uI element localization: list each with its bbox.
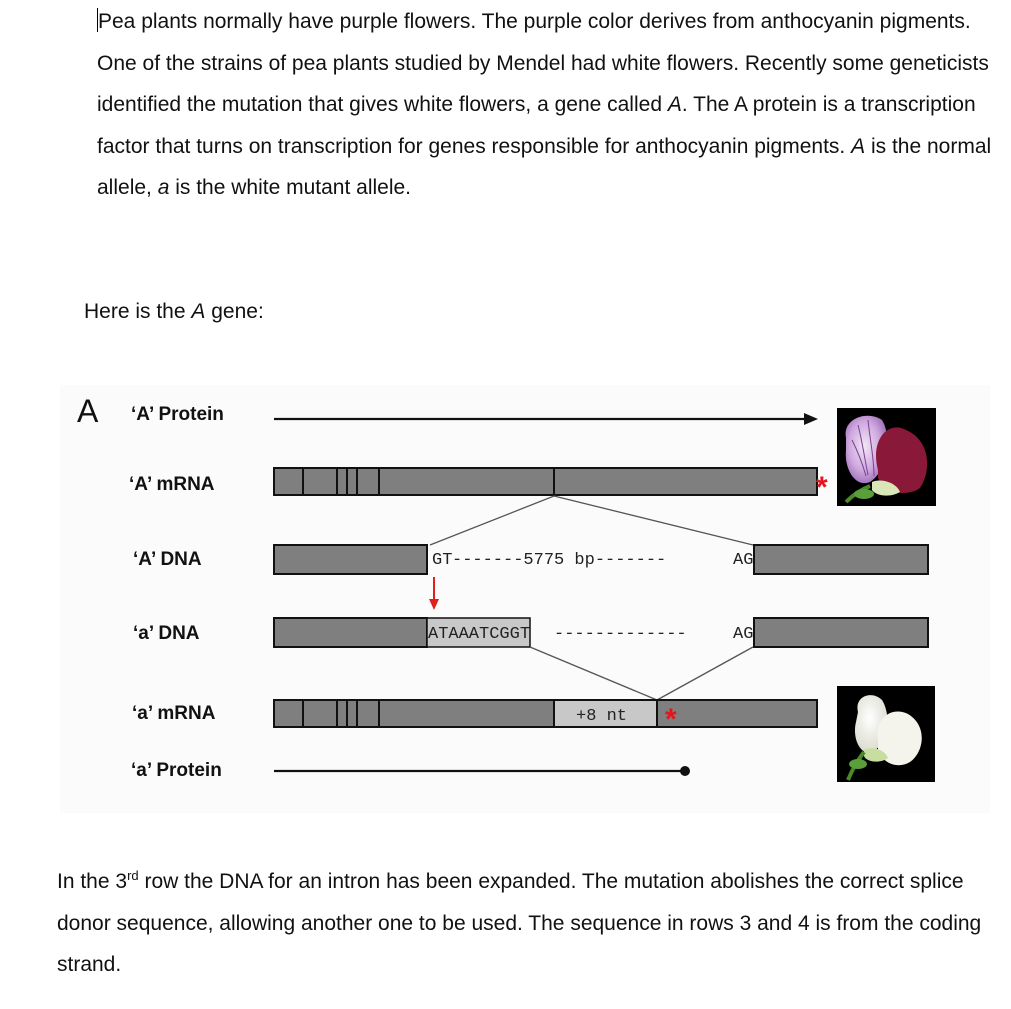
a-mrna-insert-label: +8 nt	[576, 707, 627, 726]
purple-flower-photo	[837, 408, 936, 506]
A-splice-lines	[429, 495, 754, 546]
A-protein-arrow	[274, 413, 818, 425]
conclusion-superscript: rd	[127, 868, 139, 883]
a-dna-exon-left	[273, 617, 428, 648]
A-dna-donor-gt: GT	[432, 551, 452, 570]
A-dna-acceptor-ag: AG	[733, 551, 753, 570]
conclusion-text-1: In the 3	[57, 870, 128, 893]
intro-text-4: is the white mutant allele.	[169, 176, 412, 199]
intro-normal-allele: A	[851, 134, 866, 158]
a-dna-intron-dashes: -------------	[554, 625, 687, 644]
A-dna-intron-length: -------5775 bp-------	[452, 551, 666, 570]
white-flower-photo	[837, 686, 935, 782]
row-label-a-mrna: ‘a’ mRNA	[132, 703, 216, 724]
row-label-A-dna: ‘A’ DNA	[133, 549, 202, 570]
gene-heading-suffix: gene:	[205, 300, 264, 323]
a-protein-truncated-line	[274, 766, 690, 776]
conclusion-paragraph: In the 3rd row the DNA for an intron has…	[57, 861, 997, 986]
text-cursor	[97, 8, 98, 32]
mutation-arrow	[429, 577, 439, 610]
intro-gene-name: A	[667, 93, 682, 116]
a-mrna-bar	[273, 699, 818, 728]
a-mrna-stop-mark: *	[665, 703, 677, 736]
intro-paragraph: Pea plants normally have purple flowers.…	[97, 1, 1002, 209]
gene-heading: Here is the A gene:	[84, 291, 264, 333]
row-label-A-mrna: ‘A’ mRNA	[129, 474, 215, 495]
a-dna-exon-right	[753, 617, 929, 648]
A-dna-exon-left	[273, 544, 428, 575]
figure-background	[60, 385, 990, 813]
a-dna-insert-box	[426, 617, 531, 648]
intro-text-3: is the normal allele,	[97, 134, 992, 200]
gene-heading-prefix: Here is the	[84, 300, 192, 323]
gene-heading-name: A	[191, 300, 206, 323]
panel-letter: A	[77, 393, 99, 429]
row-label-a-dna: ‘a’ DNA	[133, 623, 200, 644]
a-dna-retained-sequence: ATAAATCGGT	[428, 625, 530, 644]
A-dna-exon-right	[753, 544, 929, 575]
a-dna-acceptor-ag: AG	[733, 625, 753, 644]
row-label-A-protein: ‘A’ Protein	[131, 404, 224, 425]
conclusion-text-2: row the DNA for an intron has been expan…	[57, 870, 982, 976]
A-mrna-bar	[273, 467, 818, 496]
intro-text-2: . The A protein is a transcription facto…	[97, 93, 976, 158]
intro-mutant-allele: a	[157, 176, 170, 199]
intro-text-1: Pea plants normally have purple flowers.…	[97, 10, 989, 116]
A-mrna-stop-mark: *	[816, 471, 828, 504]
row-label-a-protein: ‘a’ Protein	[131, 760, 222, 781]
a-splice-lines	[529, 646, 754, 701]
